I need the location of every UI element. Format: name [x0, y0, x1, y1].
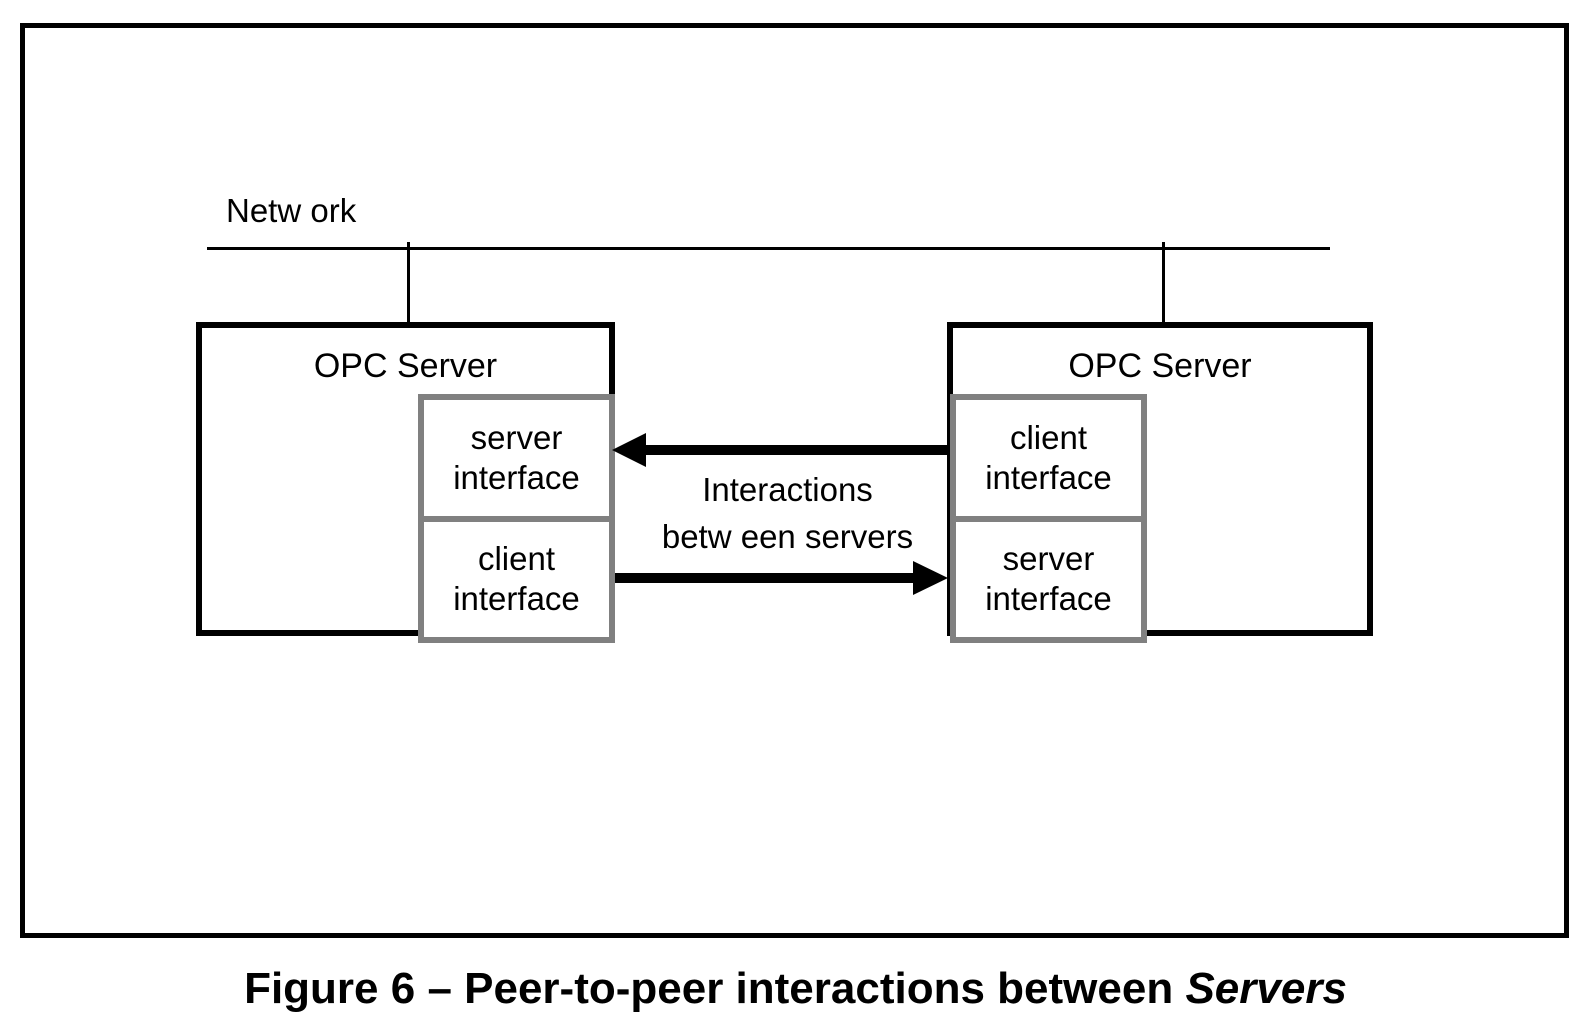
network-drop-line-right — [1162, 242, 1165, 324]
interface-stack-right: client interface server interface — [950, 394, 1147, 643]
arrow-left-head-icon — [612, 433, 646, 467]
interface-stack-left: server interface client interface — [418, 394, 615, 643]
caption-text: Figure 6 – Peer-to-peer interactions bet… — [244, 964, 1186, 1013]
server-interface-cell-left: server interface — [424, 400, 609, 522]
network-label: Netw ork — [226, 192, 357, 229]
arrow-right-head-icon — [913, 561, 948, 595]
interactions-label: Interactions betw een servers — [661, 471, 914, 555]
figure-caption: Figure 6 – Peer-to-peer interactions bet… — [0, 964, 1591, 1014]
server-interface-cell-right: server interface — [956, 521, 1141, 637]
client-interface-cell-left: client interface — [424, 521, 609, 637]
arrow-right-to-left-body — [645, 445, 950, 455]
client-interface-cell-right: client interface — [956, 400, 1141, 522]
network-drop-line-left — [407, 242, 410, 324]
opc-server-box-left: OPC Server — [196, 322, 615, 636]
arrow-left-to-right-body — [615, 573, 916, 583]
opc-server-title-right: OPC Server — [1068, 347, 1252, 385]
caption-italic-word: Servers — [1185, 964, 1347, 1013]
network-line — [207, 247, 1330, 250]
opc-server-title-left: OPC Server — [313, 347, 498, 385]
